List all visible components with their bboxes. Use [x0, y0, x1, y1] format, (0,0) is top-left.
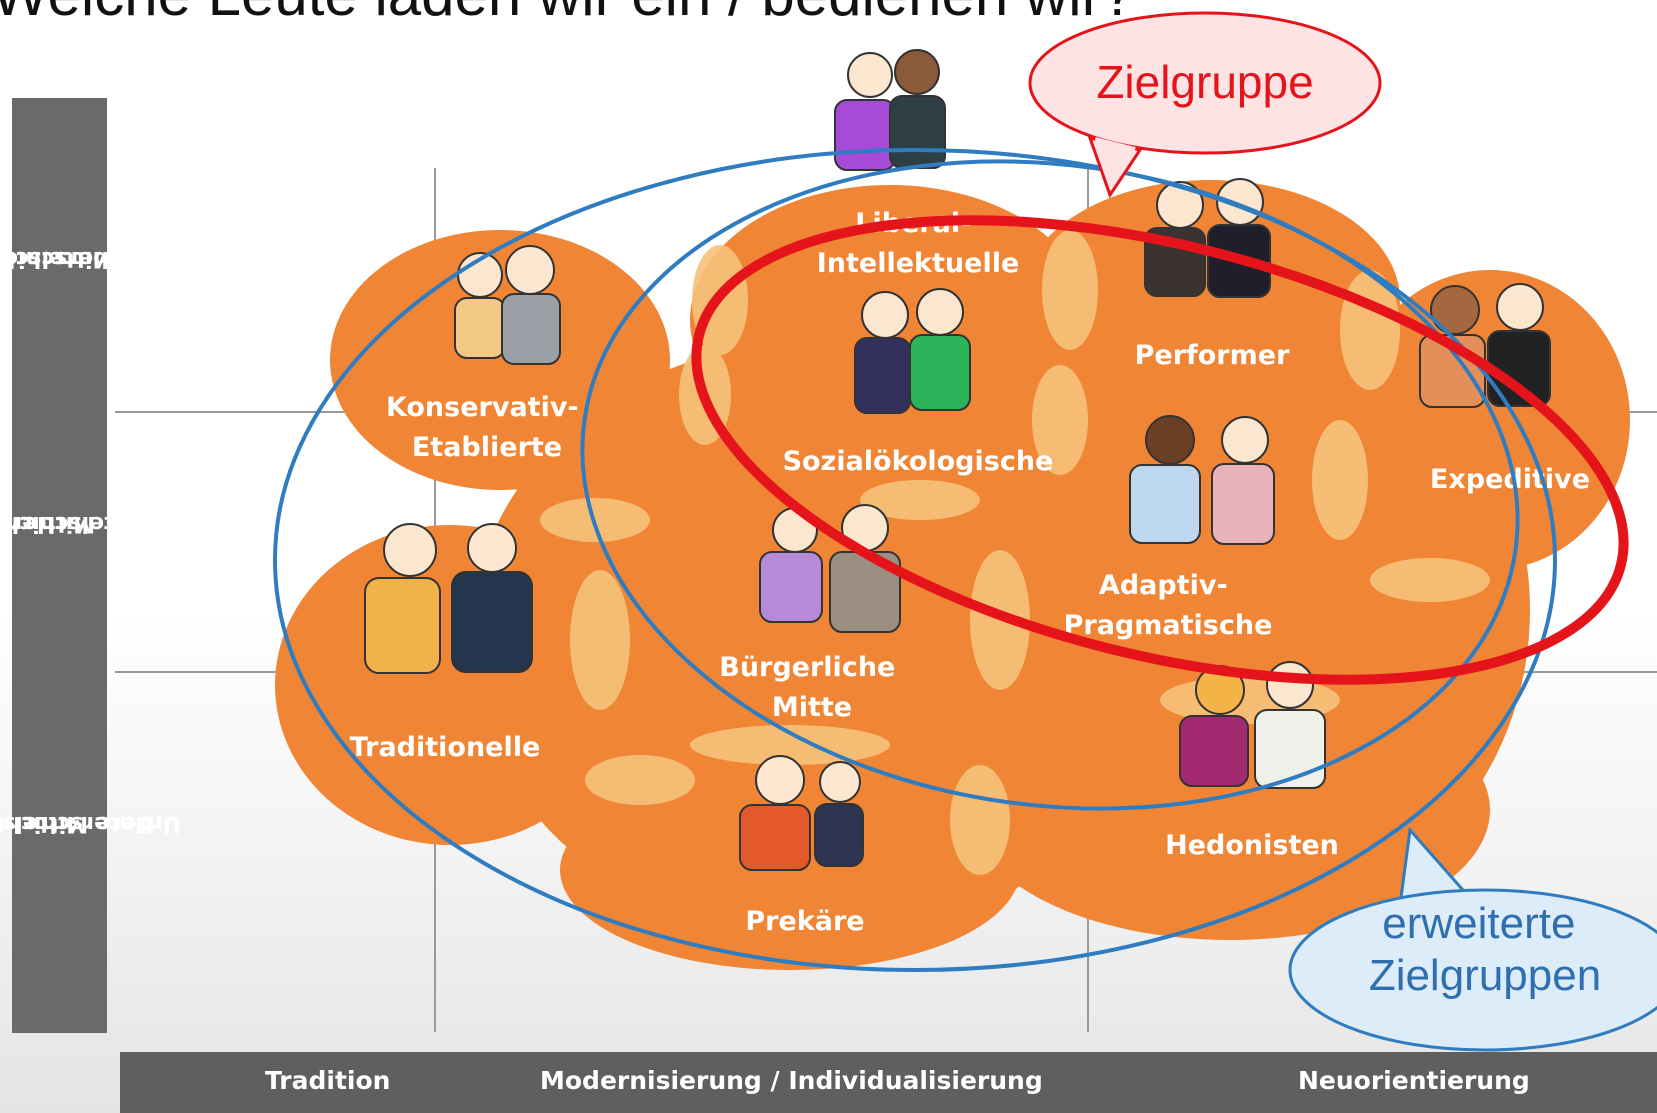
person-icon — [1179, 661, 1326, 789]
x-label-new-orientation: Neuorientierung — [1298, 1066, 1530, 1095]
label-traditionelle: Traditionelle — [350, 732, 541, 763]
label-buergerliche-mitte: Bürgerliche Mitte — [719, 652, 905, 723]
person-icon — [759, 504, 901, 633]
erweiterte-zielgruppen-callout: erweiterte Zielgruppen — [1288, 826, 1657, 1052]
person-icon — [739, 755, 864, 871]
label-adaptiv-pragmatische: Adaptiv- Pragmatische — [1064, 570, 1273, 641]
segment-labels: Konservativ- Etablierte Liberal- Intelle… — [350, 208, 1590, 937]
zielgruppe-callout: Zielgruppe — [1028, 11, 1382, 199]
blob-traditionelle — [275, 525, 625, 845]
person-icon — [854, 288, 971, 414]
blob-hedonisten — [970, 680, 1490, 940]
zielgruppe-label: Zielgruppe — [1096, 56, 1313, 108]
person-icon — [454, 245, 561, 365]
label-prekaere: Prekäre — [745, 906, 864, 937]
blob-adaptiv — [990, 410, 1390, 710]
target-group-ring — [691, 215, 1629, 685]
extended-ring-outer — [273, 148, 1557, 972]
erweiterte-zielgruppen-label: erweiterte Zielgruppen — [1369, 899, 1601, 1000]
label-sozialoekologische: Sozialökologische — [783, 446, 1054, 477]
person-icon — [1129, 415, 1275, 545]
extended-target-rings — [273, 148, 1557, 972]
label-hedonisten: Hedonisten — [1165, 830, 1339, 861]
person-icon — [364, 523, 533, 674]
x-label-tradition: Tradition — [265, 1066, 391, 1095]
label-konservativ-etablierte: Konservativ- Etablierte — [386, 392, 588, 463]
blob-performer — [1020, 180, 1400, 420]
x-axis-bar: Tradition Modernisierung / Individualisi… — [120, 1052, 1657, 1113]
x-label-modernisation: Modernisierung / Individualisierung — [540, 1066, 1043, 1095]
y-axis-bar: Oberschicht /obere Mittelschicht Mittler… — [0, 98, 194, 1033]
slide-title: Welche Leute laden wir ein / bedienen wi… — [0, 0, 1135, 29]
extended-ring-inner — [580, 159, 1520, 811]
blob-buerger — [630, 490, 1030, 770]
label-performer: Performer — [1135, 340, 1290, 371]
